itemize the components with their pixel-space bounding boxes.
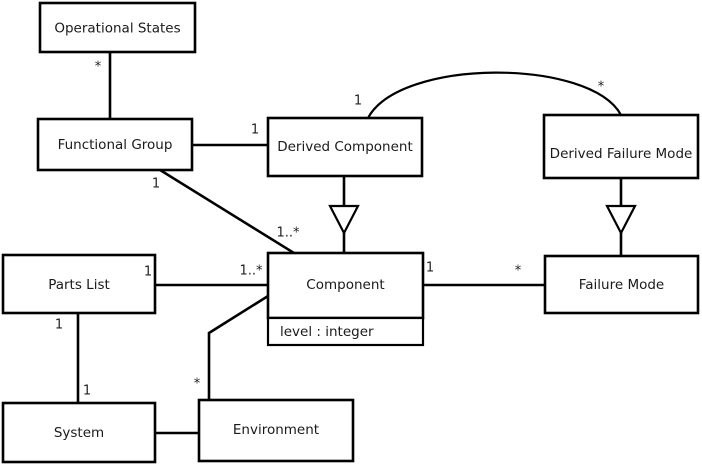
class-box-operational-states[interactable]: Operational States xyxy=(38,1,197,54)
class-box-parts-list[interactable]: Parts List xyxy=(1,253,157,315)
class-name-system: System xyxy=(54,425,104,441)
class-name-component: Component xyxy=(306,277,384,293)
multiplicity-parts-list-system-bottom: 1 xyxy=(83,384,91,399)
association-component-environment[interactable] xyxy=(207,294,270,402)
multiplicity-component-functional-group: 1..* xyxy=(276,226,300,241)
multiplicity-parts-list-component-left: 1 xyxy=(144,265,152,280)
multiplicity-functional-group-derived-component: 1 xyxy=(251,123,259,138)
class-name-environment: Environment xyxy=(233,422,319,438)
class-box-functional-group[interactable]: Functional Group xyxy=(36,117,194,172)
multiplicity-environment-component: * xyxy=(194,377,201,392)
class-name-failure-mode: Failure Mode xyxy=(579,277,665,293)
class-name-parts-list: Parts List xyxy=(48,277,110,293)
generalization-layer xyxy=(328,174,637,258)
association-functional-group-component[interactable] xyxy=(158,168,296,255)
generalization-triangle-derived-component-component xyxy=(328,204,360,236)
class-attribute-compartment-component xyxy=(266,316,425,347)
generalization-triangle-derived-failure-mode-failure-mode xyxy=(605,204,637,236)
class-name-derived-failure-mode: Derived Failure Mode xyxy=(550,146,693,162)
class-box-derived-failure-mode[interactable]: Derived Failure Mode xyxy=(542,113,700,180)
association-layer xyxy=(76,50,622,435)
class-box-derived-component[interactable]: Derived Component xyxy=(266,116,424,178)
association-derived-component-derived-failure-mode[interactable] xyxy=(367,71,622,119)
multiplicity-operational-states-functional-group: * xyxy=(95,60,102,75)
class-name-derived-component: Derived Component xyxy=(277,139,413,155)
multiplicity-functional-group-component: 1 xyxy=(152,177,160,192)
multiplicity-parts-list-system-top: 1 xyxy=(55,318,63,333)
multiplicity-component-failure-mode: 1 xyxy=(426,261,434,276)
class-box-failure-mode[interactable]: Failure Mode xyxy=(543,254,700,315)
multiplicity-failure-mode-component: * xyxy=(515,264,522,279)
multiplicity-parts-list-component-right: 1..* xyxy=(239,264,263,279)
multiplicity-layer: * 1 1 * 1 1..* 1 1..* 1 * 1 1 * xyxy=(55,60,605,399)
class-box-system[interactable]: System xyxy=(1,401,157,464)
multiplicity-derived-component-arc: 1 xyxy=(354,94,362,109)
class-attribute-component-level: level : integer xyxy=(280,324,374,340)
class-name-operational-states: Operational States xyxy=(54,21,180,37)
class-box-environment[interactable]: Environment xyxy=(197,398,355,463)
class-name-functional-group: Functional Group xyxy=(58,137,173,153)
multiplicity-derived-failure-mode-arc: * xyxy=(598,80,605,95)
class-box-component[interactable]: Component level : integer xyxy=(266,251,425,347)
